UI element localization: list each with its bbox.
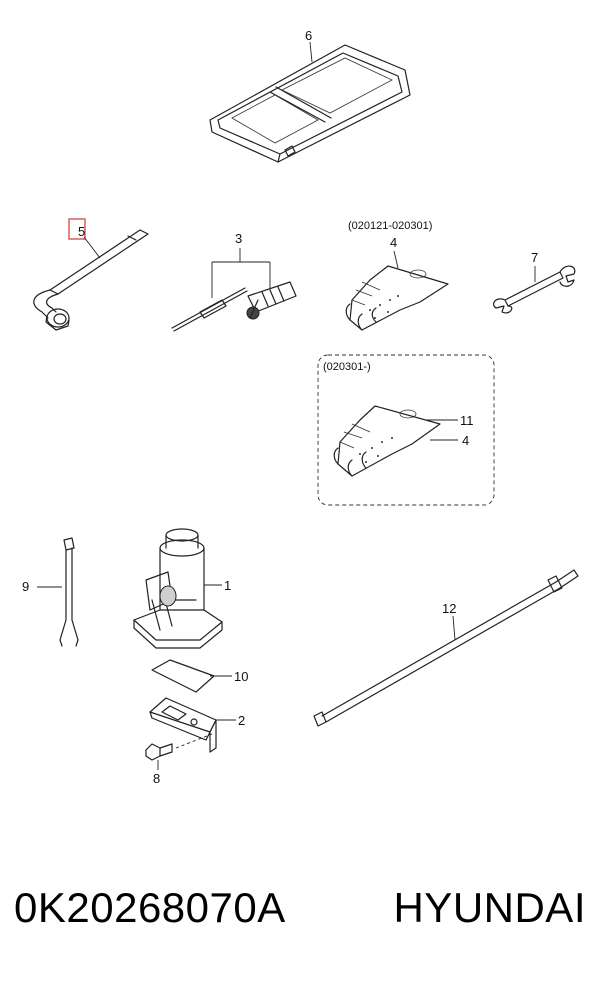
part-4-11-gloves-new[interactable]	[333, 405, 441, 477]
callout-1: 1	[224, 578, 231, 593]
part-9-jack-handle[interactable]	[59, 537, 79, 647]
callout-2: 2	[238, 713, 245, 728]
part-12-extension-bar[interactable]	[313, 569, 579, 727]
note-range-new: (020301-)	[323, 361, 371, 373]
part-7-spanner[interactable]	[493, 265, 576, 314]
callout-6: 6	[305, 28, 312, 43]
part-10-mat[interactable]	[151, 659, 215, 693]
note-range-old: (020121-020301)	[348, 220, 432, 232]
callout-9: 9	[22, 579, 29, 594]
callout-10: 10	[234, 669, 248, 684]
part-2-jack-bracket[interactable]	[149, 697, 217, 753]
part-5-wheel-wrench[interactable]	[33, 229, 149, 331]
callout-3: 3	[235, 231, 242, 246]
part-3-screwdriver[interactable]	[171, 281, 297, 332]
leader-4-top	[393, 250, 399, 269]
part-4-gloves-old[interactable]	[345, 265, 449, 331]
leader-3	[211, 248, 271, 298]
callout-8: 8	[153, 771, 160, 786]
leader-6	[309, 41, 313, 63]
leader-5	[83, 236, 101, 259]
callout-5-highlight	[68, 218, 86, 240]
callout-4-top: 4	[390, 235, 397, 250]
part-1-bottle-jack[interactable]	[133, 528, 223, 649]
callout-7: 7	[531, 250, 538, 265]
part-number: 0K20268070A	[14, 884, 286, 931]
callout-4-box: 4	[462, 433, 469, 448]
callout-5: 5	[78, 224, 85, 239]
callout-11: 11	[460, 413, 474, 428]
leader-12	[452, 615, 456, 641]
footer-caption: 0K20268070A HYUNDAI	[0, 884, 600, 944]
part-8-bolt[interactable]	[145, 743, 173, 761]
dashed-leader-bolt	[175, 733, 213, 749]
callout-12: 12	[442, 601, 456, 616]
revision-box	[317, 354, 495, 506]
part-6-tool-tray[interactable]	[209, 44, 411, 163]
brand-name: HYUNDAI	[393, 884, 586, 931]
